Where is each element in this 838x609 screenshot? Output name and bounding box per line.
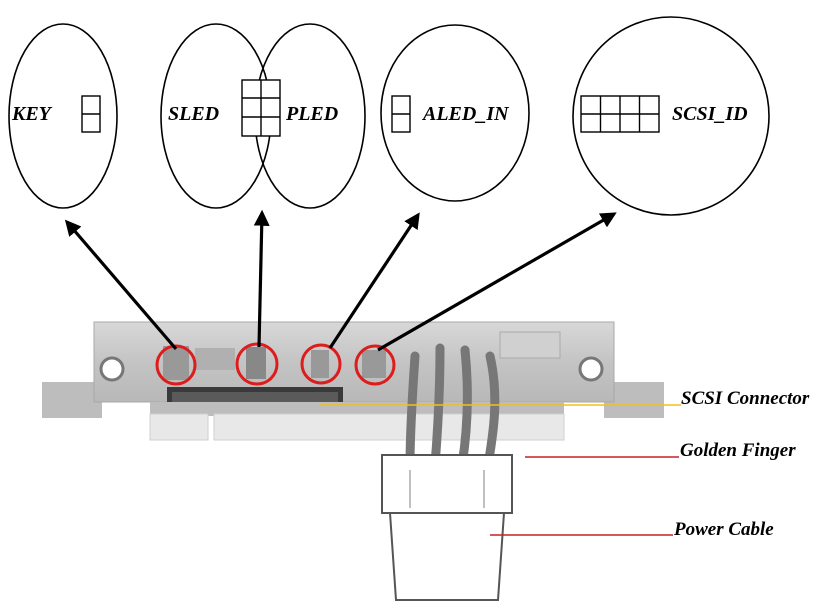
golden-finger-left	[150, 414, 208, 440]
scsi-id-label: SCSI_ID	[672, 104, 748, 124]
mounting-hole-left	[101, 358, 123, 380]
pled-label: PLED	[286, 104, 338, 124]
golden-finger-callout: Golden Finger	[680, 441, 796, 460]
golden-finger-right	[214, 414, 564, 440]
riser-card	[42, 322, 664, 600]
sled-pled-jumper-icon	[242, 80, 280, 136]
sled-label: SLED	[168, 104, 219, 124]
aled-in-label: ALED_IN	[423, 104, 509, 124]
power-cable-callout: Power Cable	[674, 520, 774, 539]
key-label: KEY	[12, 104, 51, 124]
mounting-hole-right	[580, 358, 602, 380]
scsi-connector-callout: SCSI Connector	[681, 389, 809, 408]
power-plug	[382, 455, 512, 600]
scsi-id-jumper-icon	[581, 96, 659, 132]
